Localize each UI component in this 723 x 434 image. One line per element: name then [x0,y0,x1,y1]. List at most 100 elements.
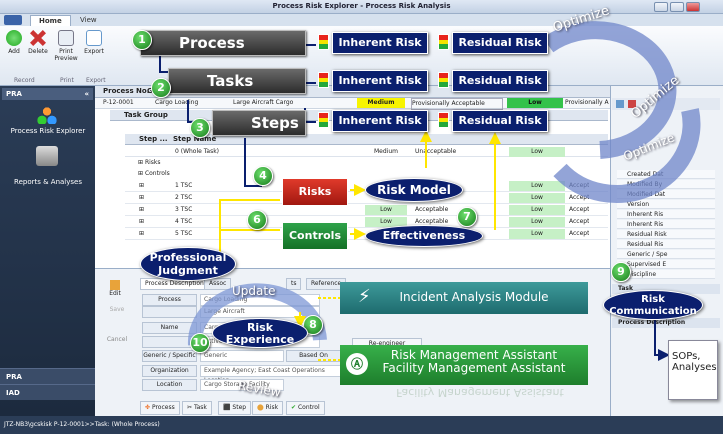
risk-traffic-light-icon [438,72,449,88]
risk-traffic-light-icon [318,112,329,128]
process-name: Cargo Loading [155,99,199,106]
nav-footer-pra[interactable]: PRA [0,368,95,384]
expand-icon[interactable]: ⊞ [139,194,145,201]
tab-risk[interactable]: ⬤ Risk [252,401,284,415]
step-number: 5 TSC [175,230,193,237]
property-row[interactable]: Discipline [617,270,715,279]
printer-icon [36,146,58,166]
add-button[interactable]: Add [2,30,26,55]
app-menu-button[interactable] [4,15,22,25]
add-icon [6,30,22,46]
risks-block: Risks [282,178,348,206]
risks-node[interactable]: ⊞ Risks [138,159,161,166]
save-button[interactable]: Save [109,306,125,313]
property-row[interactable]: Inherent Ris [617,210,715,219]
incident-analysis-module-banner: ⚡ Incident Analysis Module [340,282,588,314]
task-icon: ✂ [187,404,193,411]
collapse-icon[interactable]: « [84,90,89,98]
inherent-risk-box: Inherent Risk [332,70,428,92]
process-row[interactable]: P-12-0001 Cargo Loading Large Aircraft C… [95,98,610,110]
delete-icon [30,30,46,46]
edit-button[interactable]: Edit [102,280,128,297]
controls-node[interactable]: ⊞ Controls [138,170,170,177]
col-process-no[interactable]: Process No. [103,87,150,95]
process-bar: Process [140,30,306,56]
expand-icon[interactable]: ⊞ [139,182,145,189]
field-label: Generic / Specific [142,350,197,362]
step-number-3: 3 [190,118,210,138]
ribbon-tab-strip [0,14,723,26]
step-number-6: 6 [247,210,267,230]
tab-control[interactable]: ✔ Control [286,401,325,415]
step-residual: Low [509,217,565,227]
col-step-no[interactable]: Step ... [139,135,168,143]
whole-task-row[interactable]: 0 (Whole Task) Medium Unacceptable Low [125,147,608,157]
properties-toolbar [612,98,720,110]
close-icon[interactable] [686,2,700,12]
risk-communication-oval: Risk Communication [603,290,703,320]
assistant-logo-icon: Ⓐ [346,353,368,375]
field-value[interactable]: Cargo Storage Facility [200,379,284,391]
field-value[interactable]: Example Agency; East Coast Operations Lo… [200,365,350,384]
property-row[interactable]: Generic / Spe [617,250,715,259]
export-button[interactable]: Export [82,30,106,55]
property-row[interactable]: Residual Ris [617,240,715,249]
tab-associations[interactable]: Assoc [204,278,232,290]
step-residual-acceptability: Accept [569,206,590,213]
tab-task[interactable]: ✂ Task [182,401,212,415]
minimize-icon[interactable] [654,2,668,12]
cancel-button[interactable]: Cancel [106,336,128,343]
tab-view[interactable]: View [80,16,97,24]
nav-item-reports-analyses[interactable]: Reports & Analyses [14,178,82,186]
tab-attachments[interactable]: ts [286,278,302,290]
field-value[interactable]: Generic [200,350,284,362]
property-row[interactable]: Supervised E [617,260,715,269]
nav-item-process-risk-explorer[interactable]: Process Risk Explorer [10,127,86,135]
nav-header: PRA« [2,88,93,100]
tab-home[interactable]: Home [30,15,71,26]
risk-model-oval: Risk Model [365,178,463,202]
expand-icon[interactable]: ⊞ [139,230,145,237]
field-label: Location [142,379,197,391]
residual-risk-box: Residual Risk [452,110,548,132]
tab-step[interactable]: ⬛ Step [218,401,252,415]
delete-button[interactable]: Delete [26,30,50,55]
step-residual-acceptability: Accept [569,194,590,201]
nav-footer-iad[interactable]: IAD [0,384,95,400]
property-row[interactable]: Version [617,200,715,209]
property-row[interactable]: Modified Dat [617,190,715,199]
section-process-description[interactable]: Process Description [612,318,720,328]
field-value[interactable]: Large Aircraft [200,306,320,318]
maximize-icon[interactable] [670,2,684,12]
tab-process[interactable]: ✤ Process [140,401,180,415]
field-label: Name [142,322,197,334]
inherent-risk-box: Inherent Risk [332,32,428,54]
residual-risk-badge: Low [507,98,563,108]
step-acceptability: Acceptable [415,218,449,225]
process-icon: ✤ [145,404,151,411]
step-residual: Low [509,205,565,215]
property-row[interactable]: Residual Risk [617,230,715,239]
property-row[interactable]: Modified By [617,180,715,189]
step-number: 2 TSC [175,194,193,201]
step-number: 4 TSC [175,218,193,225]
property-row[interactable]: Inherent Ris [617,220,715,229]
step-number: 3 TSC [175,206,193,213]
acceptability-select[interactable]: Provisionally Acceptable [411,98,503,110]
effectiveness-oval: Effectiveness [365,225,483,247]
assistant-reflection: Facility Management Assistant [396,386,564,399]
expand-icon[interactable]: ⊞ [139,206,145,213]
title-bar: Process Risk Explorer - Process Risk Ana… [0,0,723,14]
expand-icon[interactable]: ⊞ [139,218,145,225]
properties-icon[interactable] [616,100,624,108]
field-label: Process [142,294,197,306]
step-number: 1 TSC [175,182,193,189]
section-task[interactable]: Task [612,284,720,294]
print-preview-button[interactable]: Print Preview [54,30,78,62]
controls-block: Controls [282,222,348,250]
property-row[interactable]: Created Dat [617,170,715,179]
export-icon [86,30,102,46]
